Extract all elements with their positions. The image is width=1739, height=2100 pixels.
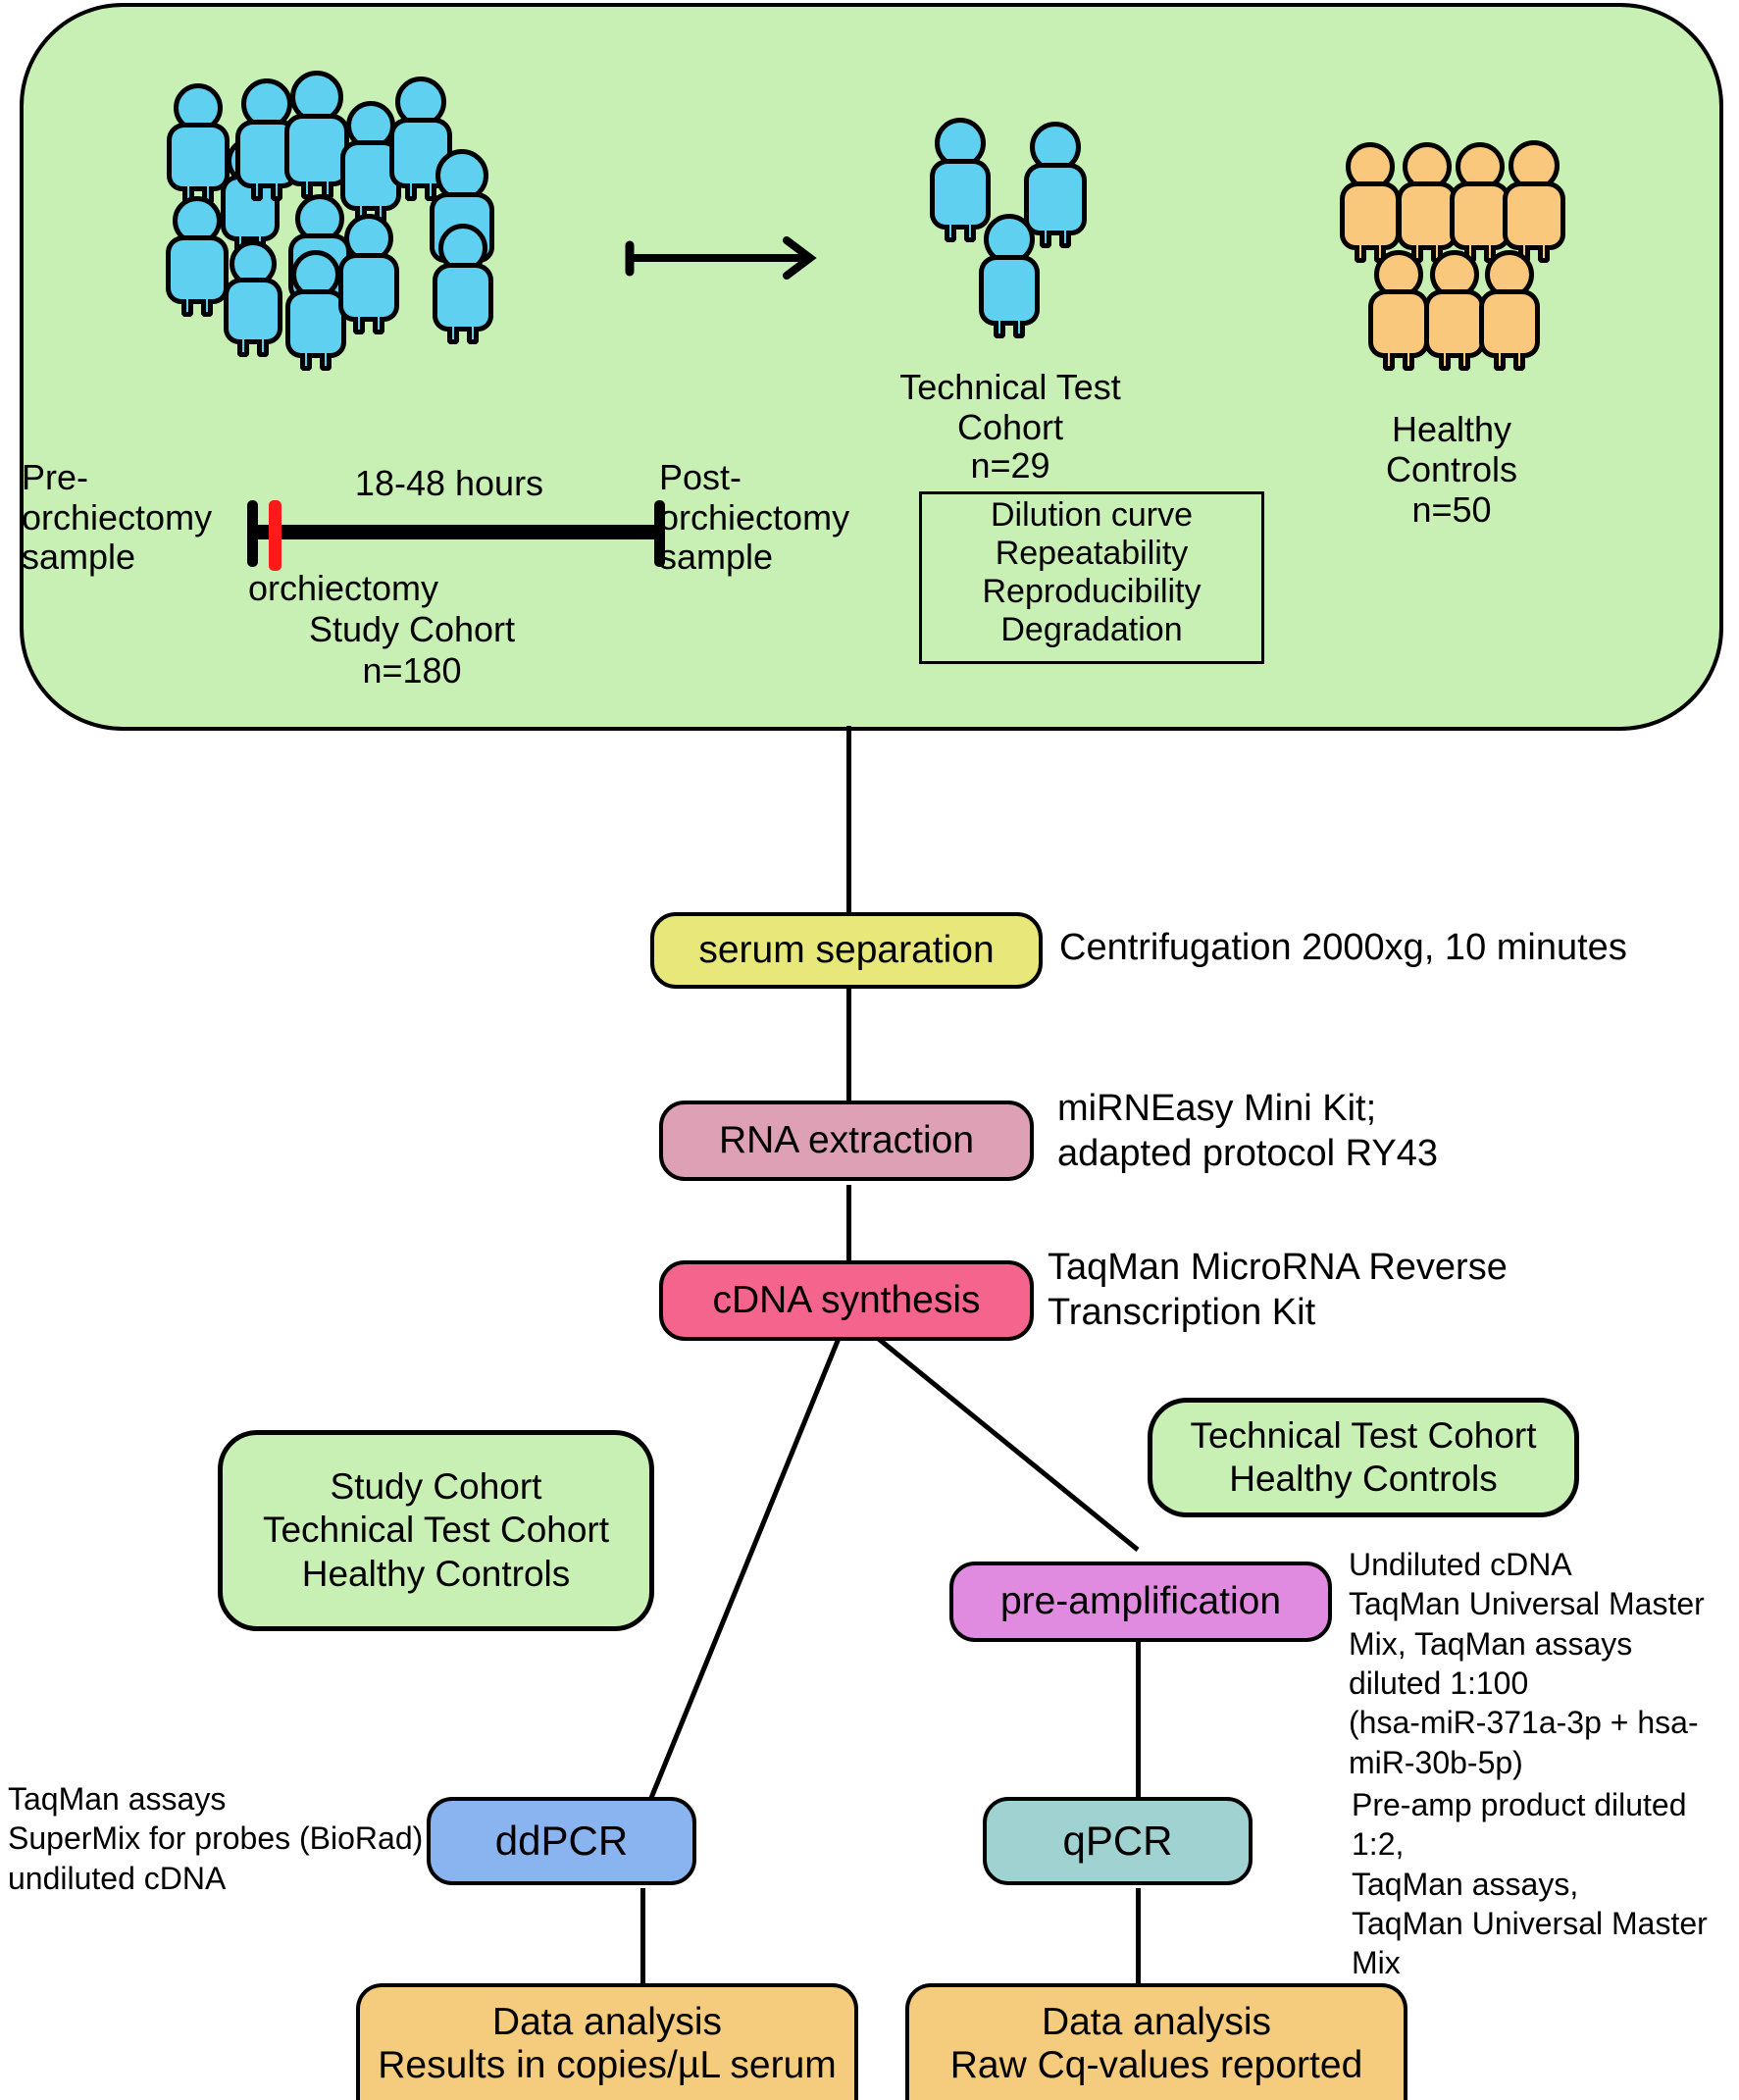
timeline-right-cap (654, 500, 665, 567)
person-icon (1424, 250, 1485, 371)
person-icon (1340, 142, 1401, 263)
post-orchiectomy-sample-label: Post- orchiectomy sample (659, 457, 850, 578)
timeline-left-cap (247, 500, 258, 567)
cohort-tag-qpcr: Technical Test Cohort Healthy Controls (1148, 1398, 1579, 1517)
cohort-tag-text: Study Cohort Technical Test Cohort Healt… (262, 1465, 610, 1594)
experiment-item: Degradation (1000, 611, 1183, 648)
technical-test-cohort-n: n=29 (970, 445, 1050, 486)
step-rna-extraction[interactable]: RNA extraction (659, 1101, 1034, 1181)
person-icon (338, 214, 399, 334)
connector-panel-to-serum (846, 726, 851, 922)
annotation-cdna-synthesis: TaqMan MicroRNA Reverse Transcription Ki… (1048, 1247, 1508, 1333)
connector-cdna-to-ddpcr (639, 1314, 851, 1820)
person-icon (224, 240, 282, 357)
person-icon (979, 214, 1040, 338)
annotation-serum-separation: Centrifugation 2000xg, 10 minutes (1059, 927, 1627, 968)
cohort-tag-text: Technical Test Cohort Healthy Controls (1190, 1414, 1537, 1499)
study-cohort-n: n=180 (362, 650, 462, 691)
person-icon (1024, 122, 1087, 248)
person-icon (1450, 142, 1510, 263)
person-icon (930, 118, 991, 242)
connector-qpcr-to-data (1136, 1888, 1141, 1986)
cohort-arrow-icon (625, 236, 817, 280)
step-pre-amplification[interactable]: pre-amplification (949, 1562, 1332, 1642)
connector-serum-to-rna (846, 981, 851, 1103)
output-text: Data analysis Raw Cq-values reported (949, 2000, 1363, 2086)
annotation-ddpcr: TaqMan assays SuperMix for probes (BioRa… (8, 1781, 424, 1896)
output-text: Data analysis Results in copies/µL serum (378, 2000, 837, 2086)
connector-rna-to-cdna (846, 1185, 851, 1303)
step-ddpcr[interactable]: ddPCR (427, 1797, 696, 1885)
step-label: RNA extraction (718, 1119, 975, 1162)
step-qpcr[interactable]: qPCR (983, 1797, 1253, 1885)
person-icon (1397, 142, 1458, 263)
connector-ddpcr-to-data (640, 1888, 645, 1986)
connector-cdna-to-preamp (846, 1314, 1140, 1552)
step-cdna-synthesis[interactable]: cDNA synthesis (659, 1260, 1034, 1341)
connector-preamp-to-qpcr (1136, 1640, 1141, 1817)
technical-test-cohort-name: Technical Test Cohort (899, 367, 1121, 447)
experiment-item: Repeatability (995, 535, 1189, 572)
technical-test-experiments-box: Dilution curve Repeatability Reproducibi… (919, 491, 1264, 664)
timeline-duration-label: 18-48 hours (354, 463, 544, 503)
study-cohort-name: Study Cohort (308, 609, 516, 649)
person-icon (1503, 140, 1565, 263)
person-icon (167, 83, 230, 204)
orchiectomy-label: orchiectomy (247, 568, 439, 608)
step-label: qPCR (1062, 1818, 1173, 1865)
experiment-item: Dilution curve (991, 496, 1193, 534)
healthy-controls-n: n=50 (1411, 489, 1492, 530)
healthy-controls-name: Healthy Controls (1385, 409, 1518, 489)
person-icon (1479, 250, 1540, 371)
cohort-tag-ddpcr: Study Cohort Technical Test Cohort Healt… (218, 1430, 654, 1631)
annotation-pre-amplification: Undiluted cDNA TaqMan Universal Master M… (1349, 1547, 1705, 1780)
person-icon (1368, 250, 1429, 371)
experiment-item: Reproducibility (982, 573, 1202, 610)
step-serum-separation[interactable]: serum separation (650, 912, 1043, 989)
person-icon (285, 250, 346, 371)
output-ddpcr-data-analysis[interactable]: Data analysis Results in copies/µL serum (356, 1983, 858, 2100)
pre-orchiectomy-sample-label: Pre- orchiectomy sample (22, 457, 213, 578)
orchiectomy-marker (269, 500, 281, 571)
annotation-rna-extraction: miRNEasy Mini Kit; adapted protocol RY43 (1057, 1088, 1439, 1174)
output-qpcr-data-analysis[interactable]: Data analysis Raw Cq-values reported (905, 1983, 1407, 2100)
person-icon (433, 224, 493, 344)
person-icon (166, 196, 229, 317)
step-label: cDNA synthesis (712, 1279, 981, 1322)
step-label: serum separation (698, 929, 995, 972)
person-icon (284, 71, 349, 199)
timeline-line (253, 525, 665, 539)
annotation-qpcr: Pre-amp product diluted 1:2, TaqMan assa… (1352, 1787, 1708, 1981)
step-label: pre-amplification (999, 1580, 1282, 1623)
step-label: ddPCR (494, 1818, 629, 1865)
